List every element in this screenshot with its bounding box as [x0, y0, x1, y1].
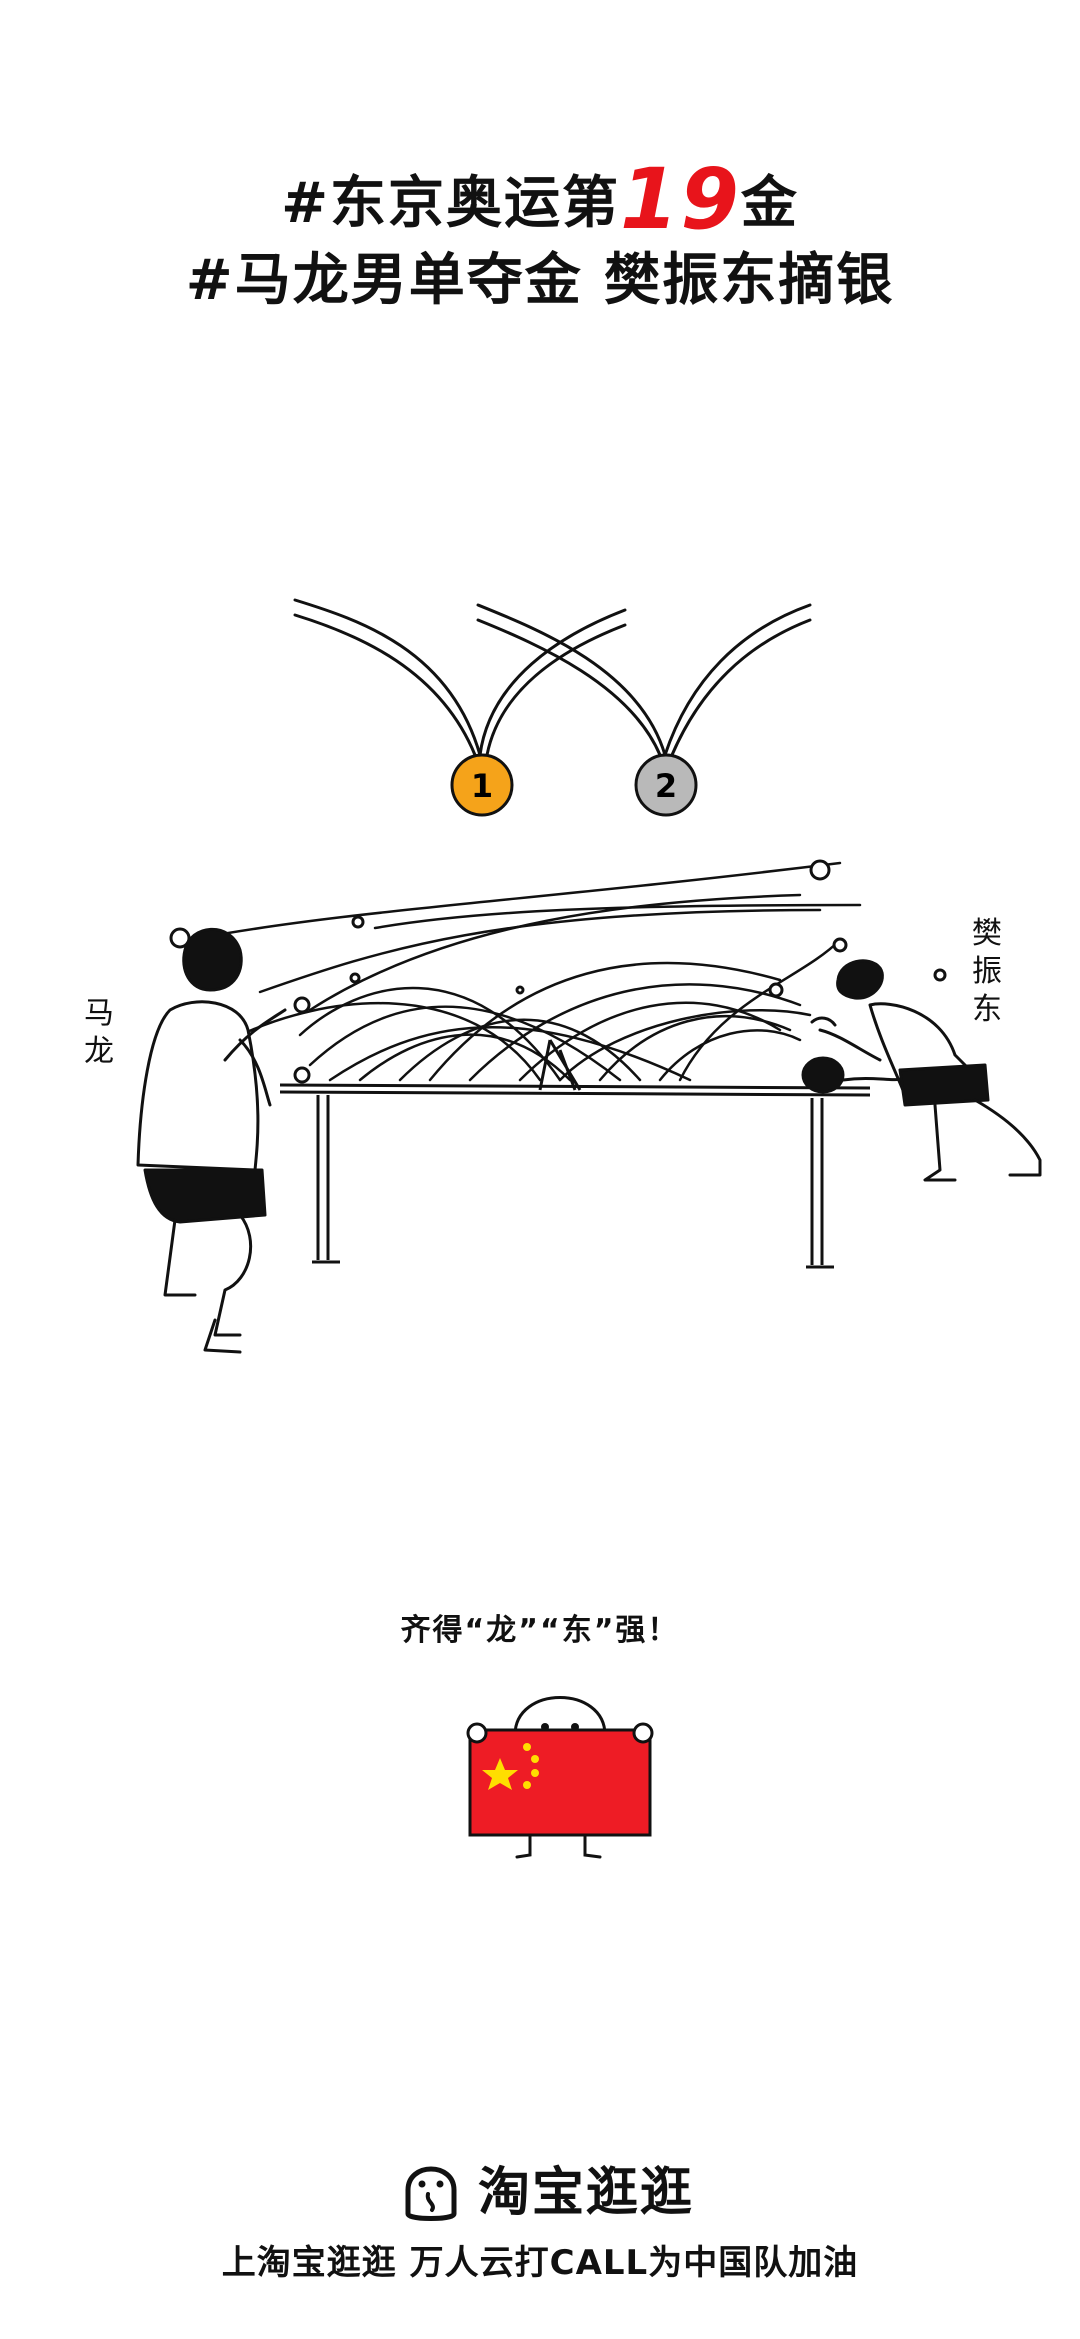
balls: [169, 859, 947, 1084]
ping-pong-table: [279, 1039, 871, 1269]
player-left-label: 马龙: [84, 996, 114, 1069]
headline-prefix: #东京奥运第: [281, 171, 620, 236]
brand-slogan: 上淘宝逛逛 万人云打CALL为中国队加油: [221, 2243, 859, 2283]
table-tennis-illustration: 1 2: [136, 598, 1042, 1354]
ball-trajectories: [198, 861, 862, 1082]
player-fan-figure: [801, 959, 1042, 1182]
player-malong-figure: [136, 927, 287, 1354]
china-flag-icon: [468, 1728, 652, 1837]
gold-medal-icon: 1: [450, 753, 514, 817]
medal-ribbons: [293, 598, 812, 757]
silver-medal-number: 2: [655, 767, 677, 805]
silver-medal-icon: 2: [634, 753, 698, 817]
player-right-label: 樊振东: [972, 916, 1002, 1027]
taobao-guangguang-logo-icon: [405, 2166, 457, 2221]
brand-logo: 淘宝逛逛: [400, 2150, 694, 2225]
gold-medal-number: 1: [471, 767, 493, 805]
headline-line-2: #马龙男单夺金 樊振东摘银: [185, 248, 895, 313]
headline-line-1: #东京奥运第19金: [0, 150, 1080, 248]
mascot-holding-flag: [466, 1696, 654, 1859]
headline-suffix: 金: [740, 171, 799, 236]
brand-name: 淘宝逛逛: [478, 2163, 695, 2223]
cheer-text: 齐得“龙”“东”强！: [400, 1613, 680, 1648]
gold-count: 19: [620, 150, 741, 248]
